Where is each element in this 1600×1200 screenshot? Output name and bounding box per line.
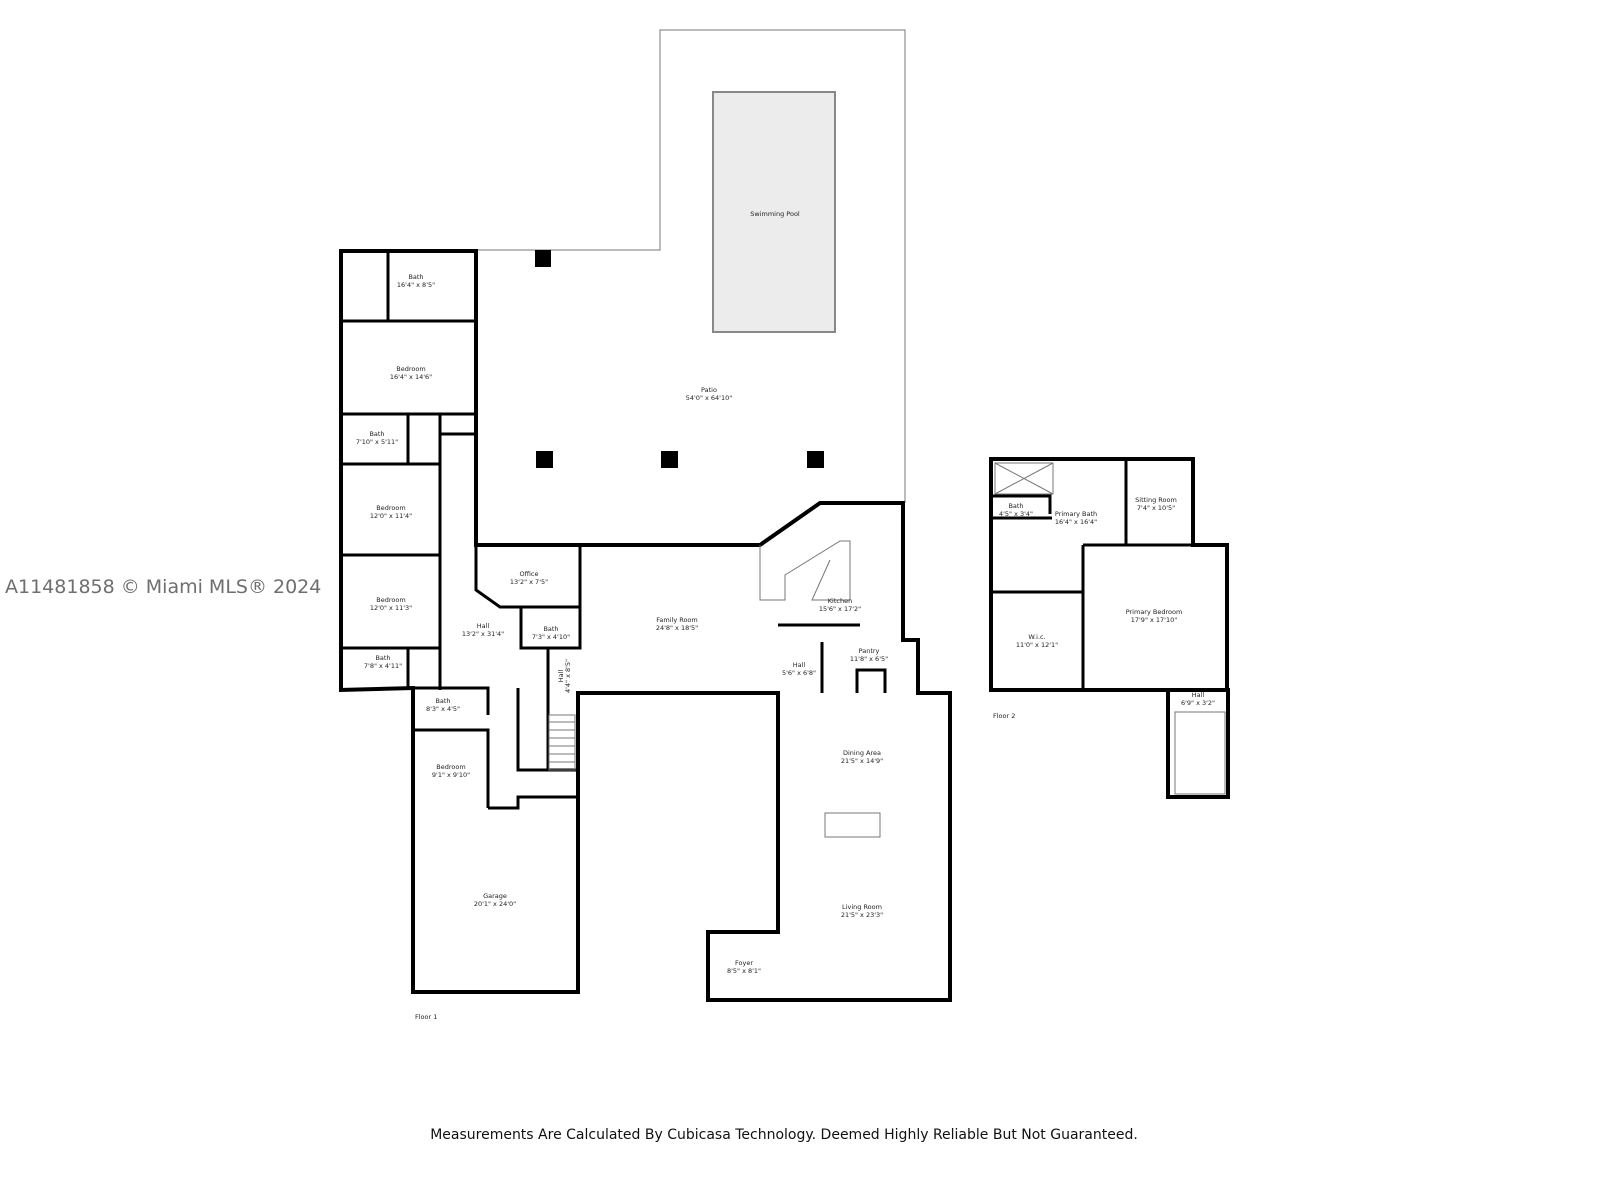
staircase (548, 714, 576, 771)
room-name: Patio (701, 386, 717, 394)
patio-column (535, 250, 551, 267)
room-name: Hall (793, 661, 806, 669)
room-dims: 16'4" x 8'5" (397, 281, 435, 289)
patio-column (536, 451, 553, 468)
room-dims: 7'3" x 4'10" (532, 633, 570, 641)
room-name: Swimming Pool (750, 210, 800, 218)
room-dims: 7'4" x 10'5" (1137, 504, 1175, 512)
room-dims: 9'1" x 9'10" (432, 771, 470, 779)
room-name: Office (520, 570, 539, 578)
disclaimer: Measurements Are Calculated By Cubicasa … (430, 1127, 1138, 1143)
room-name: Hall (477, 622, 490, 630)
room-dims: 8'3" x 4'5" (426, 705, 460, 713)
room-name: Bath (369, 430, 384, 438)
room-dims: 4'4" x 8'5" (564, 659, 572, 693)
room-dims: 13'2" x 31'4" (462, 630, 504, 638)
room-name: Bedroom (436, 763, 465, 771)
patio-column (807, 451, 824, 468)
floor1-walls (338, 249, 952, 1002)
room-name: Hall (1192, 691, 1205, 699)
room-name: Foyer (735, 959, 753, 967)
room-name: Bedroom (376, 504, 405, 512)
room-dims: 12'0" x 11'4" (370, 512, 412, 520)
room-name: Bath (543, 625, 558, 633)
room-name: Bath (435, 697, 450, 705)
room-name: Hall (557, 670, 565, 683)
room-dims: 21'5" x 23'3" (841, 911, 883, 919)
room-name: W.i.c. (1028, 633, 1045, 641)
room-name: Bath (408, 273, 423, 281)
room-dims: 12'0" x 11'3" (370, 604, 412, 612)
room-dims: 24'8" x 18'5" (656, 624, 698, 632)
room-dims: 8'5" x 8'1" (727, 967, 761, 975)
floor1-labels: Swimming Pool Patio 54'0" x 64'10" Bath … (356, 210, 888, 1021)
floor-2-label: Floor 2 (993, 712, 1015, 720)
room-dims: 7'8" x 4'11" (364, 662, 402, 670)
room-dims: 16'4" x 14'6" (390, 373, 432, 381)
room-dims: 11'0" x 12'1" (1016, 641, 1058, 649)
room-dims: 17'9" x 17'10" (1131, 616, 1177, 624)
room-dims: 16'4" x 16'4" (1055, 518, 1097, 526)
patio-outline (478, 29, 906, 503)
room-dims: 21'5" x 14'9" (841, 757, 883, 765)
patio-column (661, 451, 678, 468)
watermark: A11481858 © Miami MLS® 2024 (5, 576, 322, 598)
room-name: Family Room (656, 616, 698, 624)
room-name: Pantry (859, 647, 880, 655)
room-name: Kitchen (828, 597, 852, 605)
room-dims: 6'9" x 3'2" (1181, 699, 1215, 707)
room-name: Living Room (842, 903, 882, 911)
floor-1-label: Floor 1 (415, 1013, 437, 1021)
room-dims: 54'0" x 64'10" (686, 394, 732, 402)
kitchen-island (759, 540, 851, 601)
room-dims: 11'8" x 6'5" (850, 655, 888, 663)
swimming-pool (712, 91, 836, 333)
room-name: Garage (483, 892, 507, 900)
room-dims: 5'6" x 6'8" (782, 669, 816, 677)
room-name: Primary Bedroom (1126, 608, 1183, 616)
room-dims: 4'5" x 3'4" (999, 510, 1033, 518)
room-dims: 20'1" x 24'0" (474, 900, 516, 908)
room-name: Bedroom (396, 365, 425, 373)
room-name: Bath (1008, 502, 1023, 510)
floor2-walls (989, 457, 1230, 799)
room-dims: 13'2" x 7'5" (510, 578, 548, 586)
room-name: Primary Bath (1055, 510, 1097, 518)
room-name: Sitting Room (1135, 496, 1177, 504)
room-dims: 7'10" x 5'11" (356, 438, 398, 446)
room-name: Bedroom (376, 596, 405, 604)
floor2-labels: Bath 4'5" x 3'4" Primary Bath 16'4" x 16… (993, 496, 1215, 720)
room-name: Dining Area (843, 749, 881, 757)
room-dims: 15'6" x 17'2" (819, 605, 861, 613)
room-name: Bath (375, 654, 390, 662)
